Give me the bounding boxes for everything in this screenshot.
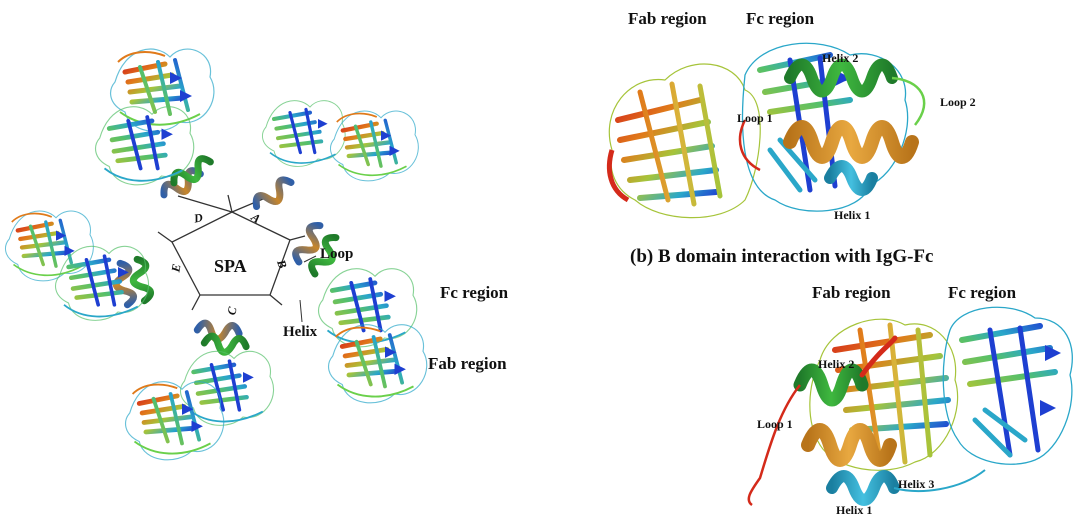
br-fc-ribbon xyxy=(942,306,1073,465)
br-fab-region-label: Fab region xyxy=(812,283,891,302)
fab-interaction-panel: Fab region Fc region Helix 2 Loop 1 Heli… xyxy=(747,283,1073,517)
tr-caption: (b) B domain interaction with IgG-Fc xyxy=(630,246,933,267)
br-loop-1-label: Loop 1 xyxy=(757,417,793,431)
tr-loop-2-label: Loop 2 xyxy=(940,95,976,109)
spa-pentagon xyxy=(157,194,306,311)
domain-label-e: E xyxy=(168,263,183,274)
helix-domain-a xyxy=(252,176,295,212)
br-fab-ribbon xyxy=(809,318,959,471)
tr-helix-1-label: Helix 1 xyxy=(834,208,870,222)
antibody-bottom-fc xyxy=(181,351,274,425)
left-fc-region-label: Fc region xyxy=(440,283,509,302)
loop-pointer xyxy=(303,255,317,263)
antibody-right-fab xyxy=(329,325,427,403)
left-helix-label: Helix xyxy=(283,324,318,340)
domain-label-c: C xyxy=(224,305,239,316)
domain-label-b: B xyxy=(274,257,290,270)
tr-helix-2 xyxy=(784,58,898,98)
br-helix-3-label: Helix 3 xyxy=(898,477,934,491)
tr-helix-orange xyxy=(783,120,919,164)
spa-assembly: SPA A B C D E Loop Helix Fc region Fab r xyxy=(6,49,509,460)
left-fab-region-label: Fab region xyxy=(428,354,507,373)
tr-fab-ribbon xyxy=(606,63,761,219)
tr-loop-2 xyxy=(891,76,926,126)
br-helix-orange xyxy=(801,423,897,467)
br-helix-1-label: Helix 1 xyxy=(836,503,872,517)
domain-label-a: A xyxy=(248,209,263,226)
antibody-upper-right-fab xyxy=(331,111,419,181)
tr-loop-1-label: Loop 1 xyxy=(737,111,773,125)
tr-helix-2-label: Helix 2 xyxy=(822,51,858,65)
br-helix-1 xyxy=(826,470,900,506)
br-cyan-link xyxy=(893,469,986,492)
br-helix-2-label: Helix 2 xyxy=(818,357,854,371)
br-loop-1 xyxy=(747,384,801,507)
helix-pointer xyxy=(299,299,303,323)
antibody-left-fab xyxy=(6,211,94,281)
br-helix-2 xyxy=(793,363,869,407)
tr-fab-region-label: Fab region xyxy=(628,9,707,28)
antibody-top-fc xyxy=(96,107,194,185)
left-loop-label: Loop xyxy=(320,246,353,262)
spa-center-label: SPA xyxy=(214,256,247,276)
br-fc-region-label: Fc region xyxy=(948,283,1017,302)
tr-fc-region-label: Fc region xyxy=(746,9,815,28)
b-domain-fc-panel: Fab region Fc region Helix 2 Loop 2 Loop… xyxy=(606,9,976,267)
tr-loop-1 xyxy=(738,119,761,172)
tr-helix-1 xyxy=(824,160,878,196)
br-red-strand xyxy=(859,335,898,378)
antibody-top-fab xyxy=(111,49,214,131)
antibody-right-fc xyxy=(319,269,417,347)
domain-label-d: D xyxy=(192,210,204,226)
